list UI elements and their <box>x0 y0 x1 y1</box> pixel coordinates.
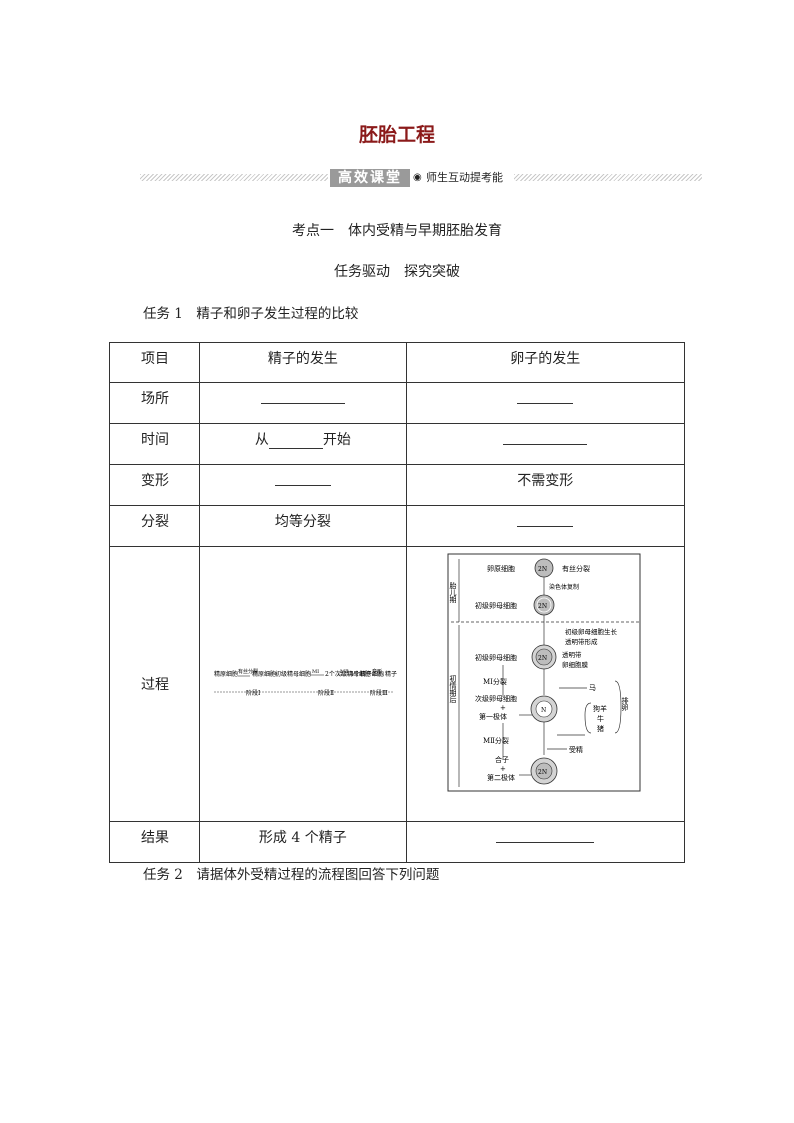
period-puberty: 初情期后 <box>449 674 457 704</box>
sperm-step-label: 变形 <box>372 668 382 675</box>
table-row-result: 结果 形成 4 个精子 <box>108 821 685 863</box>
label-secondary: 次级卵母细胞 <box>475 694 517 703</box>
cell-time-sperm: 从 开始 <box>199 423 407 465</box>
cell-primary-2-inner <box>535 648 552 666</box>
label-ovulation: 排卵 <box>621 696 629 712</box>
oogenesis-diagram: 胎儿期 初情期后 卵原细胞 2N 有丝分裂 染色体复制 初级卵母细胞 2N 初级… <box>447 553 640 792</box>
section-heading: 考点一 体内受精与早期胚胎发育 <box>292 223 502 239</box>
ploidy-label: 2N <box>538 655 547 662</box>
comparison-table: 项目 精子的发生 卵子的发生 场所 时间 从 开始 变形 不需变形 分裂 均等分裂… <box>108 342 685 863</box>
section-banner: 高效课堂 ◉ 师生互动提考能 <box>140 168 702 188</box>
brace-left <box>584 702 591 734</box>
sperm-stage-label: 阶段Ⅱ <box>318 689 334 697</box>
task1-heading: 任务 1 精子和卵子发生过程的比较 <box>143 306 359 322</box>
sperm-cell-label: 精原细胞 <box>252 670 276 678</box>
row-label-time: 时间 <box>108 423 201 465</box>
label-m2: MⅡ分裂 <box>483 736 509 745</box>
cell-process-egg: 胎儿期 初情期后 卵原细胞 2N 有丝分裂 染色体复制 初级卵母细胞 2N 初级… <box>405 546 685 822</box>
label-dog-sheep: 狗羊 <box>593 704 607 713</box>
label-first-polar: 第一极体 <box>479 712 507 721</box>
sperm-step-label: MⅠ <box>312 669 319 675</box>
table-row-place: 场所 <box>108 382 685 424</box>
label-follicle-note-1: 初级卵母细胞生长 <box>565 627 618 636</box>
blank-time-sperm[interactable] <box>268 434 323 449</box>
table-row-time: 时间 从 开始 <box>108 423 685 465</box>
blank-result-egg[interactable] <box>405 821 685 863</box>
row-label-place: 场所 <box>108 382 201 424</box>
cell-result-sperm: 形成 4 个精子 <box>199 821 407 863</box>
page-title: 胚胎工程 <box>358 124 435 146</box>
header-egg: 卵子的发生 <box>405 342 685 383</box>
ploidy-label: 2N <box>538 566 547 573</box>
section-subheading: 任务驱动 探究突破 <box>334 264 460 280</box>
label-plus-2: + <box>500 765 506 773</box>
header-sperm: 精子的发生 <box>199 342 407 383</box>
label-oogonium: 卵原细胞 <box>487 564 515 573</box>
sperm-step-label: 有丝分裂 <box>238 668 258 675</box>
sperm-cell-label: 精原细胞 <box>214 670 238 678</box>
label-m1: MⅠ分裂 <box>483 677 507 686</box>
ploidy-label: 2N <box>538 603 547 610</box>
row-label-process: 过程 <box>108 546 201 822</box>
sperm-stage-label: 阶段Ⅲ <box>370 689 388 697</box>
label-fertilization: 受精 <box>569 745 583 754</box>
cell-zygote-inner <box>535 762 552 780</box>
table-row-division: 分裂 均等分裂 <box>108 505 685 547</box>
label-second-polar: 第二极体 <box>487 773 515 782</box>
header-item: 项目 <box>108 342 201 383</box>
ploidy-label: 2N <box>538 769 547 776</box>
sperm-diagram: 精原细胞 有丝分裂 精原细胞 初级精母细胞 MⅠ 2个次级精母细胞 MⅡ 4个精… <box>214 668 397 697</box>
sperm-cell-label: 4个精子细胞 <box>350 670 384 678</box>
blank-deform-sperm[interactable] <box>199 464 407 506</box>
time-suffix: 开始 <box>322 432 351 448</box>
label-membrane: 卵细胞膜 <box>562 660 589 669</box>
table-row-process: 过程 精原细胞 有丝分裂 精原细胞 初级精母细胞 MⅠ 2个次级精母细胞 MⅡ … <box>108 546 685 822</box>
banner-bullet-icon: ◉ <box>413 172 422 183</box>
oogenesis-frame <box>447 553 640 792</box>
label-primary-2: 初级卵母细胞 <box>475 653 517 662</box>
sperm-cell-label: 精子 <box>385 670 397 678</box>
brace-right <box>614 680 621 734</box>
sperm-stage-label: 阶段Ⅰ <box>246 689 261 697</box>
label-primary-1: 初级卵母细胞 <box>475 601 517 610</box>
table-row-header: 项目 精子的发生 卵子的发生 <box>108 342 685 383</box>
sperm-step-label: MⅡ <box>340 669 349 675</box>
row-label-deform: 变形 <box>108 464 201 506</box>
cell-secondary-inner <box>535 700 552 718</box>
banner-tag: 高效课堂 <box>330 169 410 187</box>
sperm-cell-label: 初级精母细胞 <box>275 670 311 678</box>
label-follicle-note-2: 透明带形成 <box>565 637 598 646</box>
row-label-result: 结果 <box>108 821 201 863</box>
row-label-division: 分裂 <box>108 505 201 547</box>
label-cow: 牛 <box>597 714 604 723</box>
label-replication: 染色体复制 <box>549 583 579 591</box>
label-zygote: 合子 <box>495 755 509 764</box>
banner-hatch-right <box>514 174 702 181</box>
label-mitosis: 有丝分裂 <box>562 564 590 573</box>
sperm-cell-label: 2个次级精母细胞 <box>325 670 371 678</box>
label-zona: 透明带 <box>562 651 582 659</box>
table-row-deform: 变形 不需变形 <box>108 464 685 506</box>
blank-division-egg[interactable] <box>405 505 685 547</box>
nucleus-label: N <box>541 707 546 714</box>
blank-time-egg[interactable] <box>405 423 685 465</box>
task2-heading: 任务 2 请据体外受精过程的流程图回答下列问题 <box>143 867 440 883</box>
cell-deform-egg: 不需变形 <box>405 464 685 506</box>
label-horse: 马 <box>589 684 596 692</box>
banner-subtitle: 师生互动提考能 <box>426 171 503 184</box>
label-pig: 猪 <box>597 724 604 733</box>
blank-place-egg[interactable] <box>405 382 685 424</box>
cell-process-sperm: 精原细胞 有丝分裂 精原细胞 初级精母细胞 MⅠ 2个次级精母细胞 MⅡ 4个精… <box>199 546 407 822</box>
period-fetal: 胎儿期 <box>449 581 457 604</box>
cell-division-sperm: 均等分裂 <box>199 505 407 547</box>
label-plus: + <box>500 704 506 712</box>
blank-place-sperm[interactable] <box>199 382 407 424</box>
banner-hatch-left <box>140 174 328 181</box>
time-prefix: 从 <box>254 432 269 448</box>
cell-primary-1-inner <box>536 597 551 613</box>
